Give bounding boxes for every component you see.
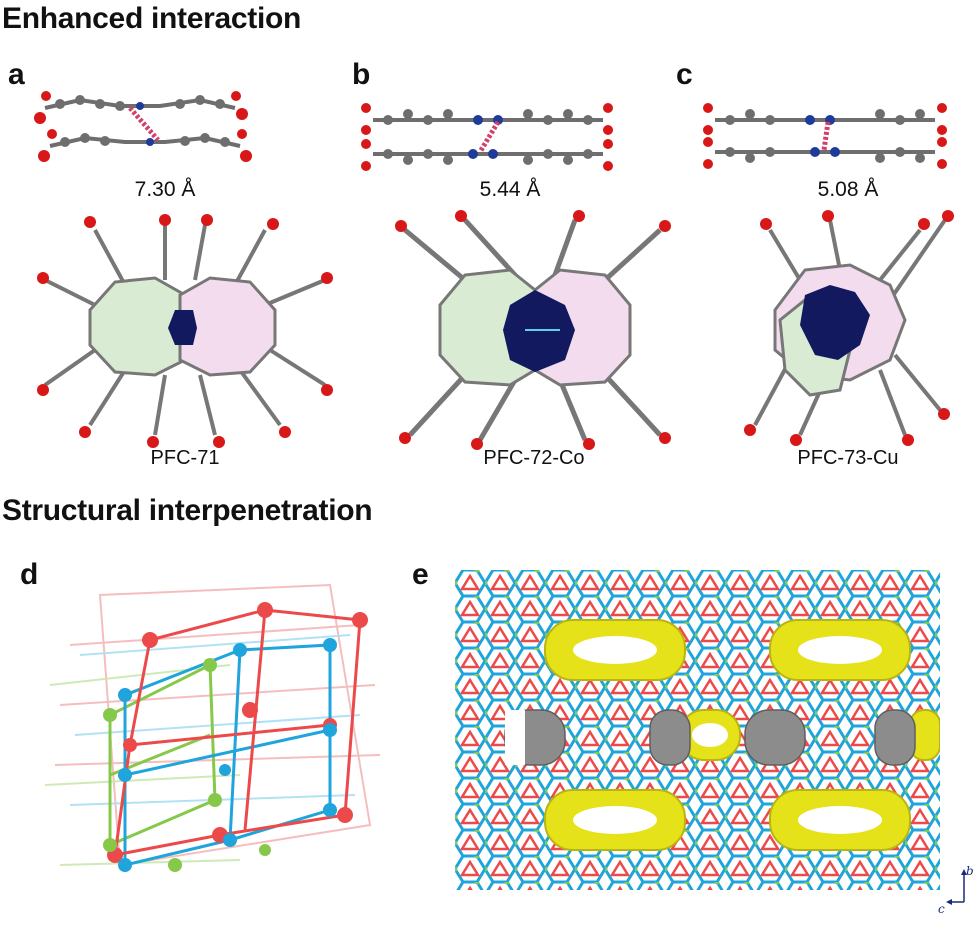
section-title-enhanced-interaction: Enhanced interaction (2, 2, 302, 35)
compound-name-c: PFC-73-Cu (797, 447, 899, 469)
dimer-side-view-a (34, 91, 252, 162)
compound-name-b: PFC-72-Co (483, 447, 585, 469)
distance-label-b: 5.44 Å (479, 178, 541, 201)
interpenetrated-framework-d (44, 583, 381, 872)
axis-indicator (946, 869, 967, 905)
section-title-structural-interpenetration: Structural interpenetration (2, 494, 373, 527)
dimer-top-view-c (744, 210, 954, 446)
distance-label-c: 5.08 Å (817, 178, 879, 201)
panel-label-d: d (20, 558, 39, 591)
dimer-top-view-a (37, 214, 333, 448)
dimer-top-view-b (395, 210, 671, 450)
panel-label-e: e (412, 558, 429, 591)
axis-label-b: b (966, 864, 974, 878)
panel-label-a: a (8, 58, 25, 91)
distance-label-a: 7.30 Å (134, 178, 196, 201)
compound-name-a: PFC-71 (150, 447, 220, 469)
panel-label-c: c (676, 58, 693, 91)
dimer-side-view-b (361, 103, 613, 171)
porous-network-e (455, 570, 940, 890)
dimer-side-view-c (703, 103, 947, 169)
axis-label-c: c (938, 902, 945, 916)
panel-label-b: b (352, 58, 371, 91)
